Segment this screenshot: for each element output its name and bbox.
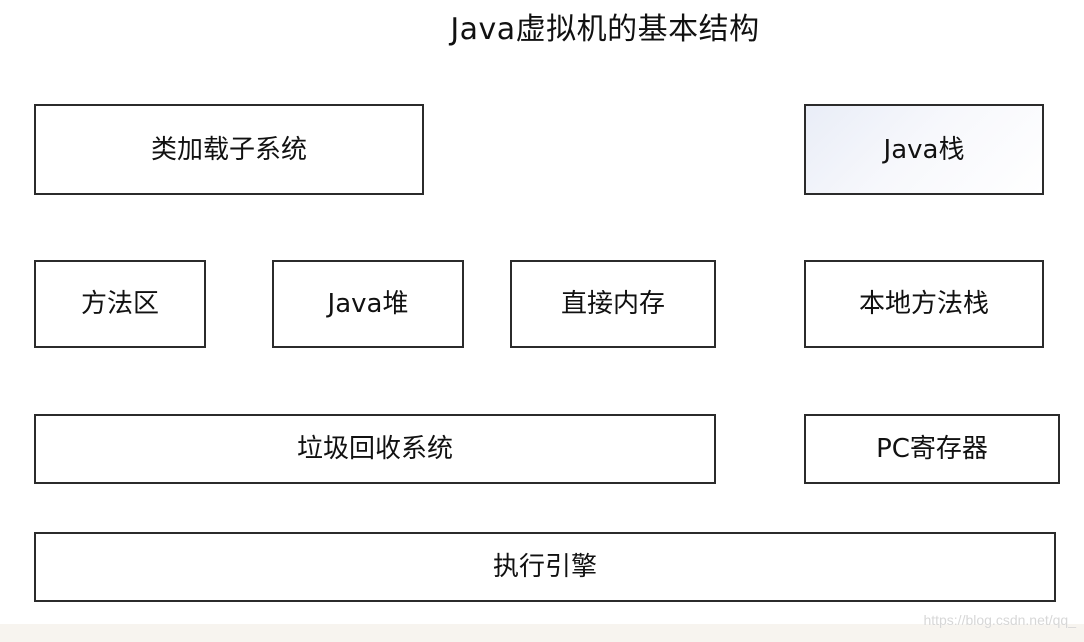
watermark-text: https://blog.csdn.net/qq_ — [923, 612, 1076, 628]
java-stack-box: Java栈 — [804, 104, 1044, 195]
garbage-collection-box: 垃圾回收系统 — [34, 414, 716, 484]
method-area-box: 方法区 — [34, 260, 206, 348]
pc-register-label: PC寄存器 — [876, 434, 988, 464]
method-area-label: 方法区 — [80, 289, 159, 319]
class-loader-label: 类加载子系统 — [150, 134, 307, 165]
direct-memory-label: 直接内存 — [560, 289, 665, 319]
garbage-collection-label: 垃圾回收系统 — [296, 434, 453, 464]
direct-memory-box: 直接内存 — [510, 260, 716, 348]
class-loader-box: 类加载子系统 — [34, 104, 424, 195]
java-heap-label: Java堆 — [327, 289, 409, 319]
execution-engine-box: 执行引擎 — [34, 532, 1056, 602]
pc-register-box: PC寄存器 — [804, 414, 1060, 484]
java-heap-box: Java堆 — [272, 260, 464, 348]
java-stack-label: Java栈 — [883, 134, 965, 165]
diagram-title: Java虚拟机的基本结构 — [450, 12, 760, 47]
execution-engine-label: 执行引擎 — [492, 552, 597, 582]
native-method-stack-box: 本地方法栈 — [804, 260, 1044, 348]
native-method-stack-label: 本地方法栈 — [858, 289, 989, 319]
bottom-strip — [0, 624, 1084, 642]
